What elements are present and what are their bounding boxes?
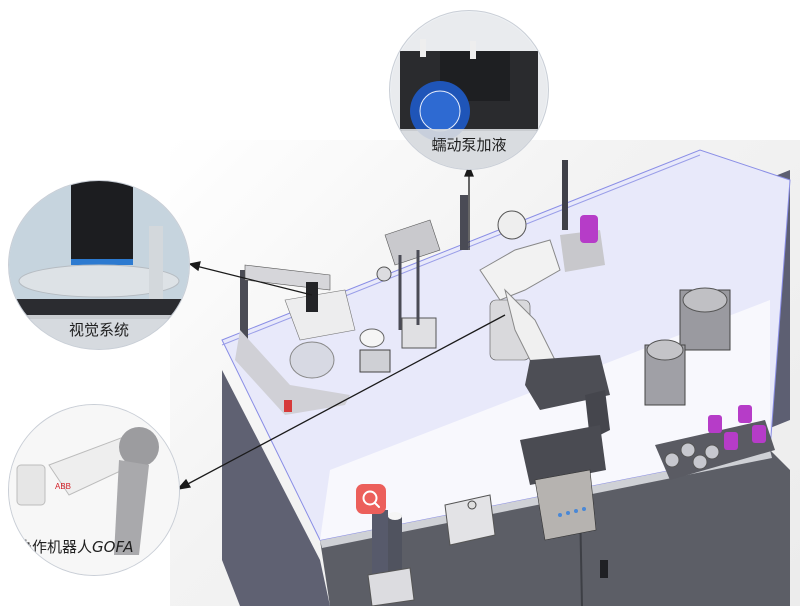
callout-label-pump: 蠕动泵加液 — [431, 136, 507, 154]
callout-arrows — [176, 164, 506, 490]
callout-label-vision: 视觉系统 — [68, 321, 129, 339]
tray — [359, 349, 391, 373]
callout-label-robot: 协作机器人GOFA — [13, 536, 179, 557]
gofa-robot-photo: ABB — [9, 405, 179, 575]
callout-label-robot-en: GOFA — [92, 538, 134, 556]
robot-arm — [479, 239, 610, 541]
robot-base — [534, 469, 597, 541]
callout-peristaltic-pump: 蠕动泵加液 — [389, 10, 549, 170]
peristaltic-pump-photo — [400, 39, 538, 141]
cabinet-left-face — [222, 370, 330, 606]
pump-station — [376, 195, 527, 330]
callout-cobot-gofa: ABB 协作机器人GOFA — [8, 404, 180, 576]
funnel — [289, 341, 335, 379]
abb-logo: ABB — [55, 482, 71, 491]
reagent-holder — [560, 160, 605, 272]
zoom-magnifier-button[interactable] — [356, 484, 386, 514]
column-post — [367, 510, 415, 606]
callout-vision-system: 视觉系统 — [8, 180, 190, 350]
storage-cylinders — [644, 287, 731, 406]
callout-label-robot-cn: 协作机器人 — [17, 538, 93, 556]
label-band — [390, 129, 548, 169]
vision-module — [235, 264, 356, 415]
vial-tray — [655, 405, 775, 480]
label-band — [9, 315, 189, 349]
fixture-box — [444, 494, 496, 546]
magnifier-icon — [362, 490, 380, 508]
